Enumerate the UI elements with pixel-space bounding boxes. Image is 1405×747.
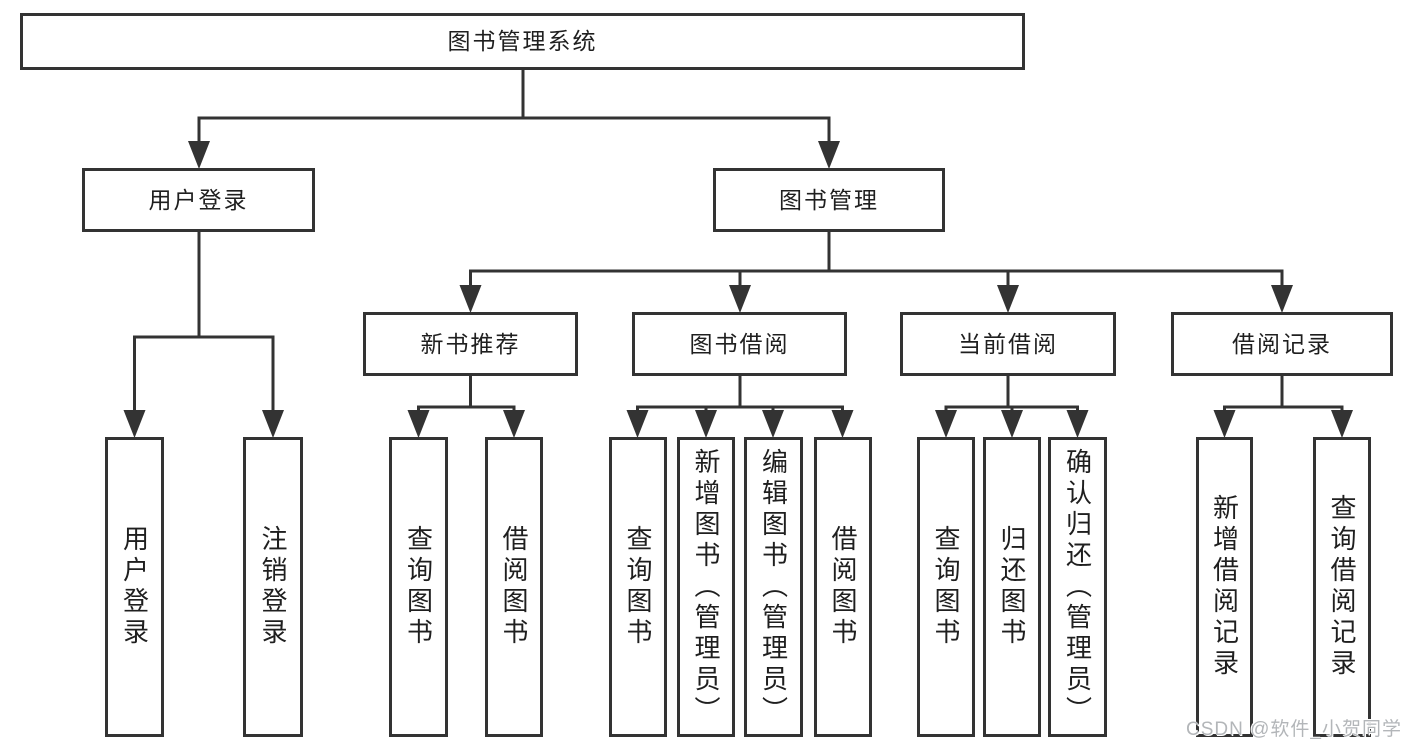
node-book-management: 图书管理	[713, 168, 945, 232]
arrow-to-leaf-return-books	[1001, 410, 1023, 438]
arrow-to-leaf-add-borrow-record	[1213, 410, 1236, 438]
connector-borrow-records-branch	[1223, 376, 1344, 413]
leaf-user-login: 用户登录	[105, 437, 164, 737]
arrow-to-leaf-add-books	[695, 410, 717, 438]
leaf-return-books: 归还图书	[983, 437, 1041, 737]
node-current-borrow: 当前借阅	[900, 312, 1116, 376]
arrow-to-leaf-query-books-1	[407, 410, 430, 438]
leaf-query-borrow-record: 查询借阅记录	[1313, 437, 1371, 737]
arrow-to-borrow-records	[1271, 285, 1293, 313]
connector-user-login-branch	[133, 335, 275, 412]
leaf-query-books-1: 查询图书	[389, 437, 448, 737]
node-new-book-recommend: 新书推荐	[363, 312, 578, 376]
arrow-to-leaf-edit-books	[762, 410, 784, 438]
node-borrow-records: 借阅记录	[1171, 312, 1393, 376]
arrow-to-leaf-borrow-books-1	[503, 410, 525, 438]
connector-current-borrow-branch	[944, 376, 1079, 413]
arrow-to-leaf-logout	[262, 410, 284, 438]
leaf-edit-books-admin: 编辑图书（管理员）	[744, 437, 803, 737]
leaf-borrow-books-2: 借阅图书	[814, 437, 872, 737]
leaf-borrow-books-1: 借阅图书	[485, 437, 543, 737]
node-user-login: 用户登录	[82, 168, 315, 232]
arrow-to-book-management	[818, 141, 840, 169]
arrow-to-book-borrow	[729, 285, 751, 313]
arrow-to-leaf-user-login	[123, 410, 146, 438]
leaf-add-books-admin: 新增图书（管理员）	[677, 437, 735, 737]
arrow-to-leaf-confirm-return	[1066, 410, 1089, 438]
leaf-logout-login: 注销登录	[243, 437, 303, 737]
arrow-to-user-login	[188, 141, 210, 169]
connector-level2-branch	[197, 116, 831, 144]
leaf-query-books-2: 查询图书	[609, 437, 667, 737]
node-root: 图书管理系统	[20, 13, 1025, 70]
arrow-to-new-book-recommend	[459, 285, 482, 313]
arrow-to-leaf-query-books-3	[935, 410, 957, 438]
connector-new-book-branch	[417, 376, 516, 413]
arrow-to-leaf-query-books-2	[626, 410, 649, 438]
leaf-add-borrow-record: 新增借阅记录	[1196, 437, 1253, 737]
node-book-borrow: 图书借阅	[632, 312, 847, 376]
connector-level3-branch	[469, 269, 1284, 291]
arrow-to-leaf-borrow-books-2	[831, 410, 854, 438]
watermark: CSDN @软件_小贺同学	[1186, 719, 1402, 740]
leaf-query-books-3: 查询图书	[917, 437, 975, 737]
leaf-confirm-return-admin: 确认归还（管理员）	[1048, 437, 1107, 737]
connector-book-borrow-branch	[636, 376, 844, 413]
arrow-to-leaf-query-borrow-record	[1331, 410, 1353, 438]
arrow-to-current-borrow	[997, 285, 1019, 313]
